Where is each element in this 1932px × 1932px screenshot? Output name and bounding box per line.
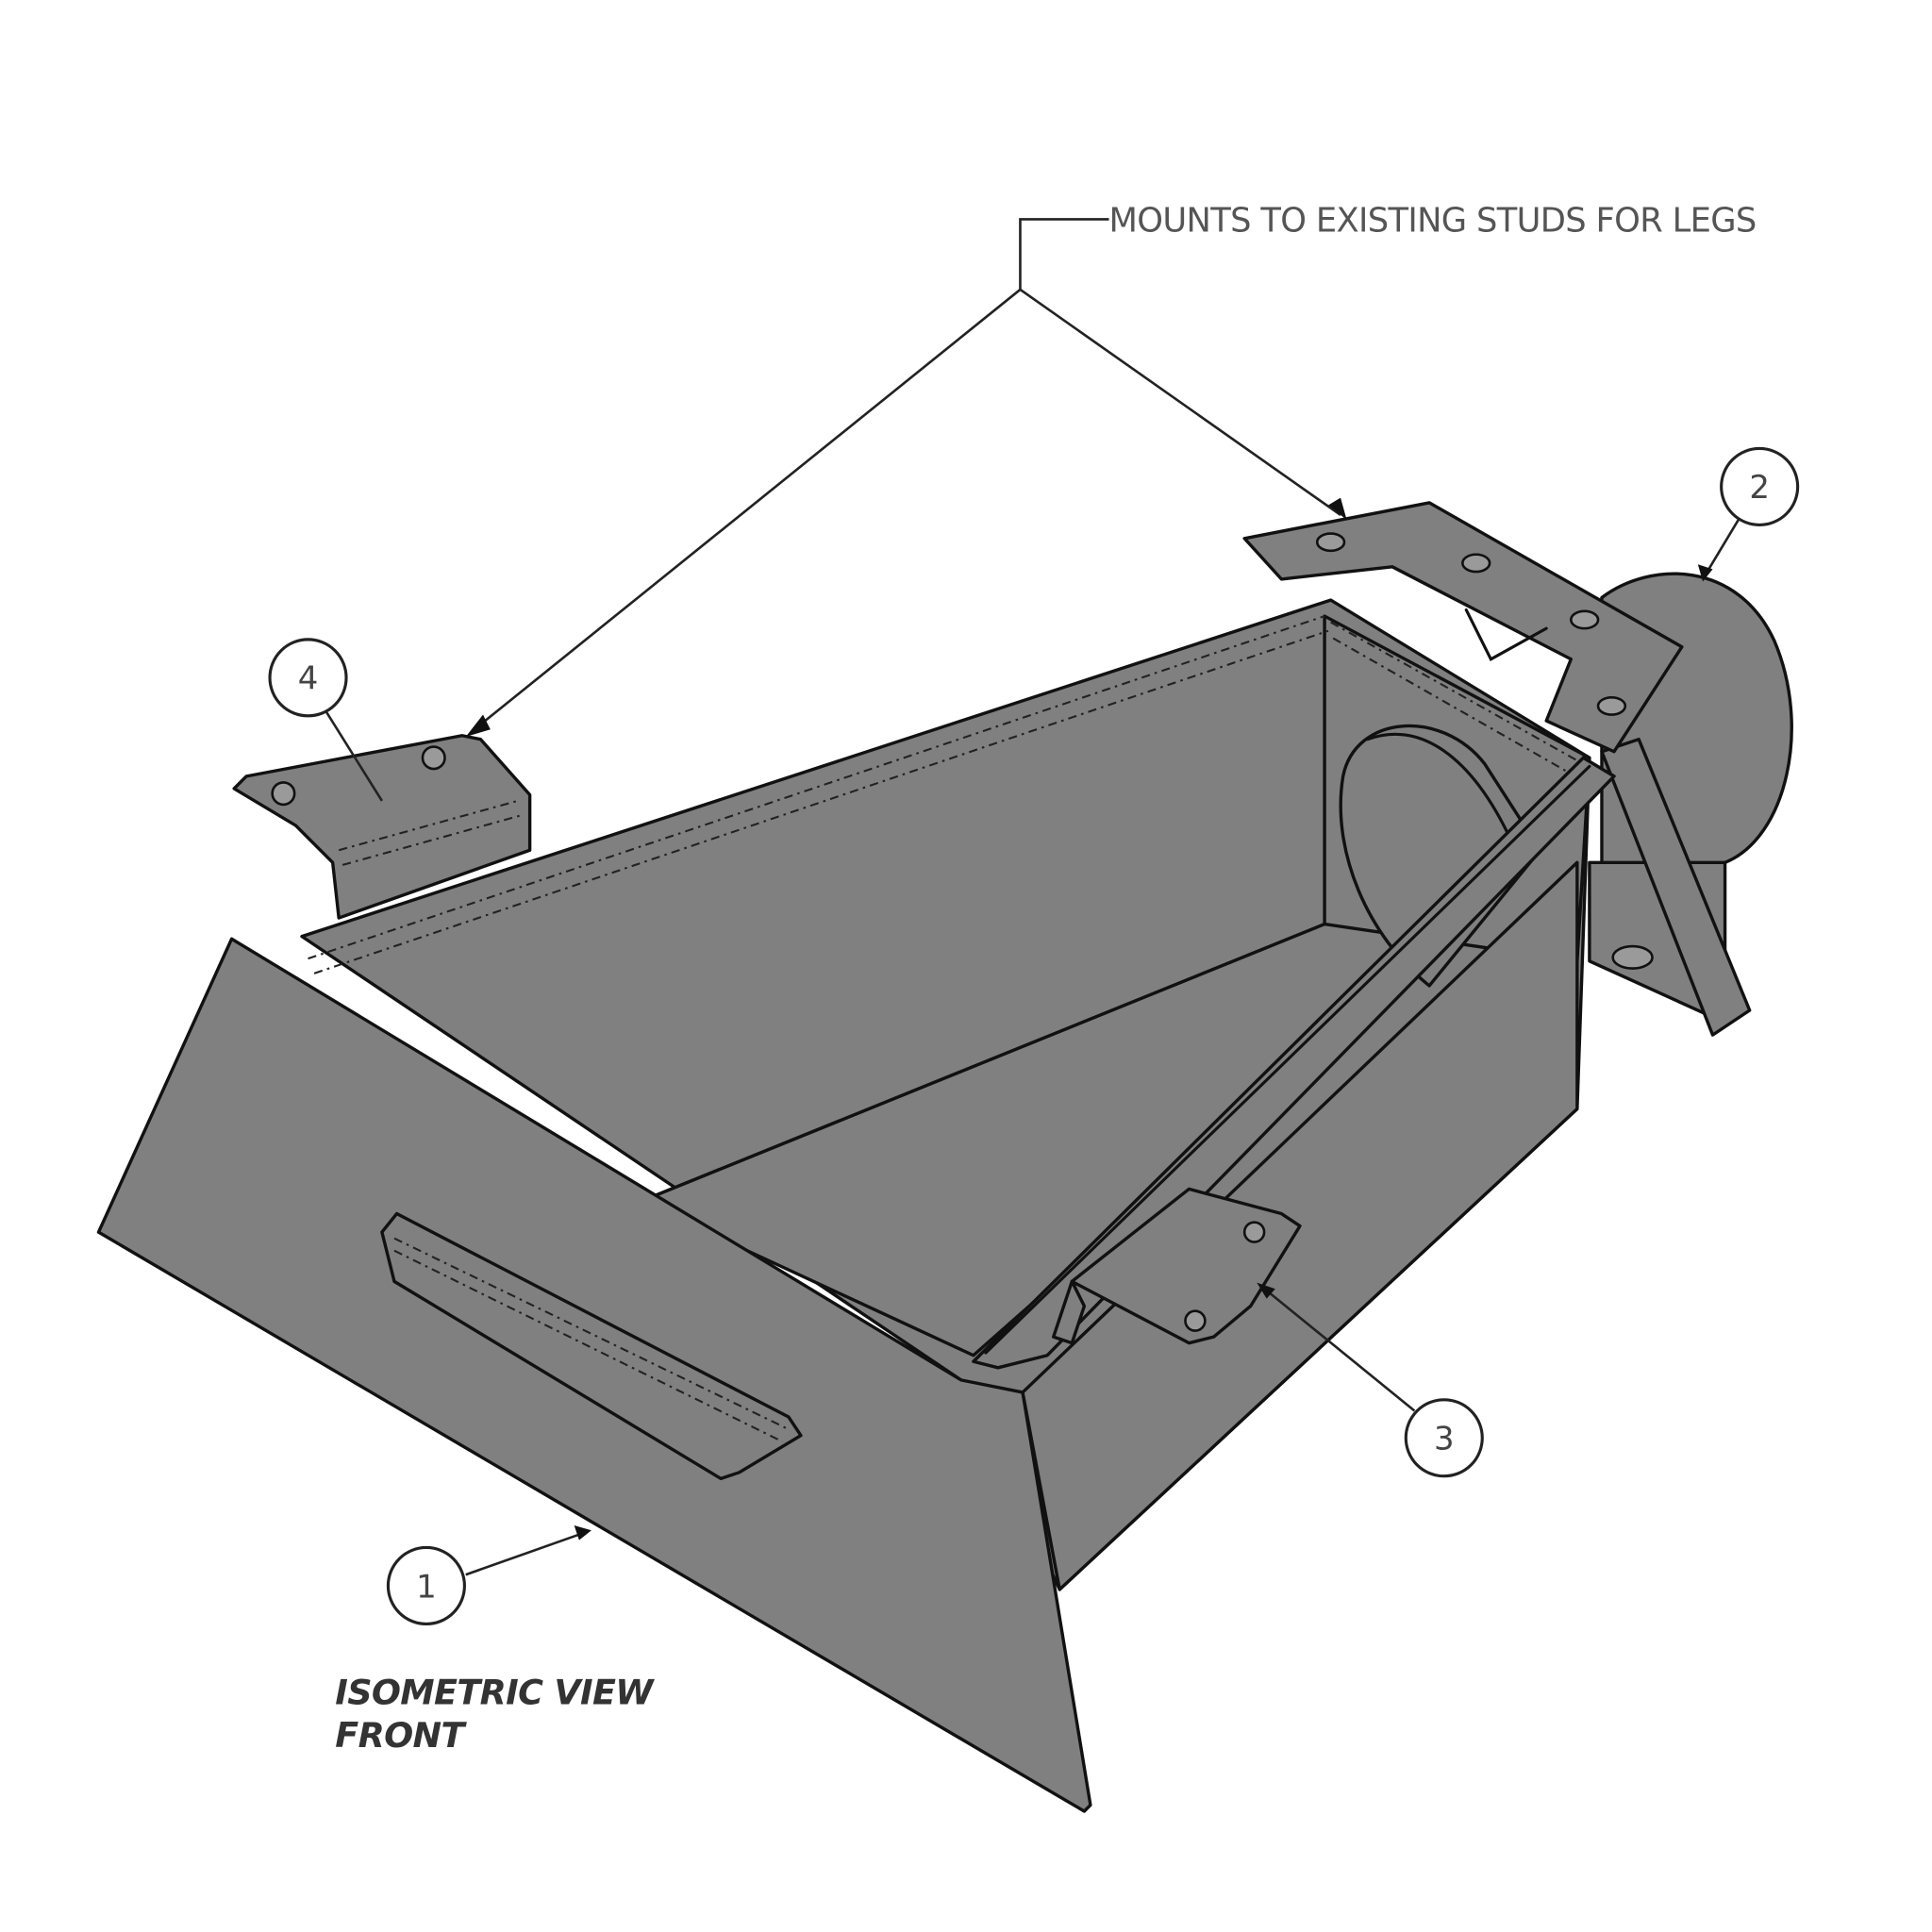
note-leader: [465, 218, 1347, 738]
diagonal-angle-rail: [972, 756, 1616, 1370]
top-left-mount-bracket: [232, 734, 532, 920]
balloon-3-label: 3: [1434, 1421, 1455, 1458]
front-handle-slot: [380, 1211, 803, 1481]
bottom-mount-tab: [1052, 1187, 1302, 1345]
balloon-3: 3: [1257, 1282, 1484, 1478]
balloon-2: 2: [1697, 446, 1800, 582]
balloon-1: 1: [386, 1524, 591, 1626]
view-subtitle: FRONT: [335, 1715, 467, 1756]
round-outlet: [1339, 724, 1542, 988]
top-right-mount-bracket: [1242, 501, 1684, 754]
balloon-2-label: 2: [1749, 469, 1770, 507]
mounts-note: MOUNTS TO EXISTING STUDS FOR LEGS: [1109, 202, 1757, 241]
balloon-4: 4: [268, 638, 384, 802]
rear-gusset: [1600, 737, 1752, 1037]
balloon-1-label: 1: [416, 1568, 437, 1606]
view-title: ISOMETRIC VIEW: [335, 1672, 655, 1712]
balloon-4-label: 4: [298, 660, 319, 698]
